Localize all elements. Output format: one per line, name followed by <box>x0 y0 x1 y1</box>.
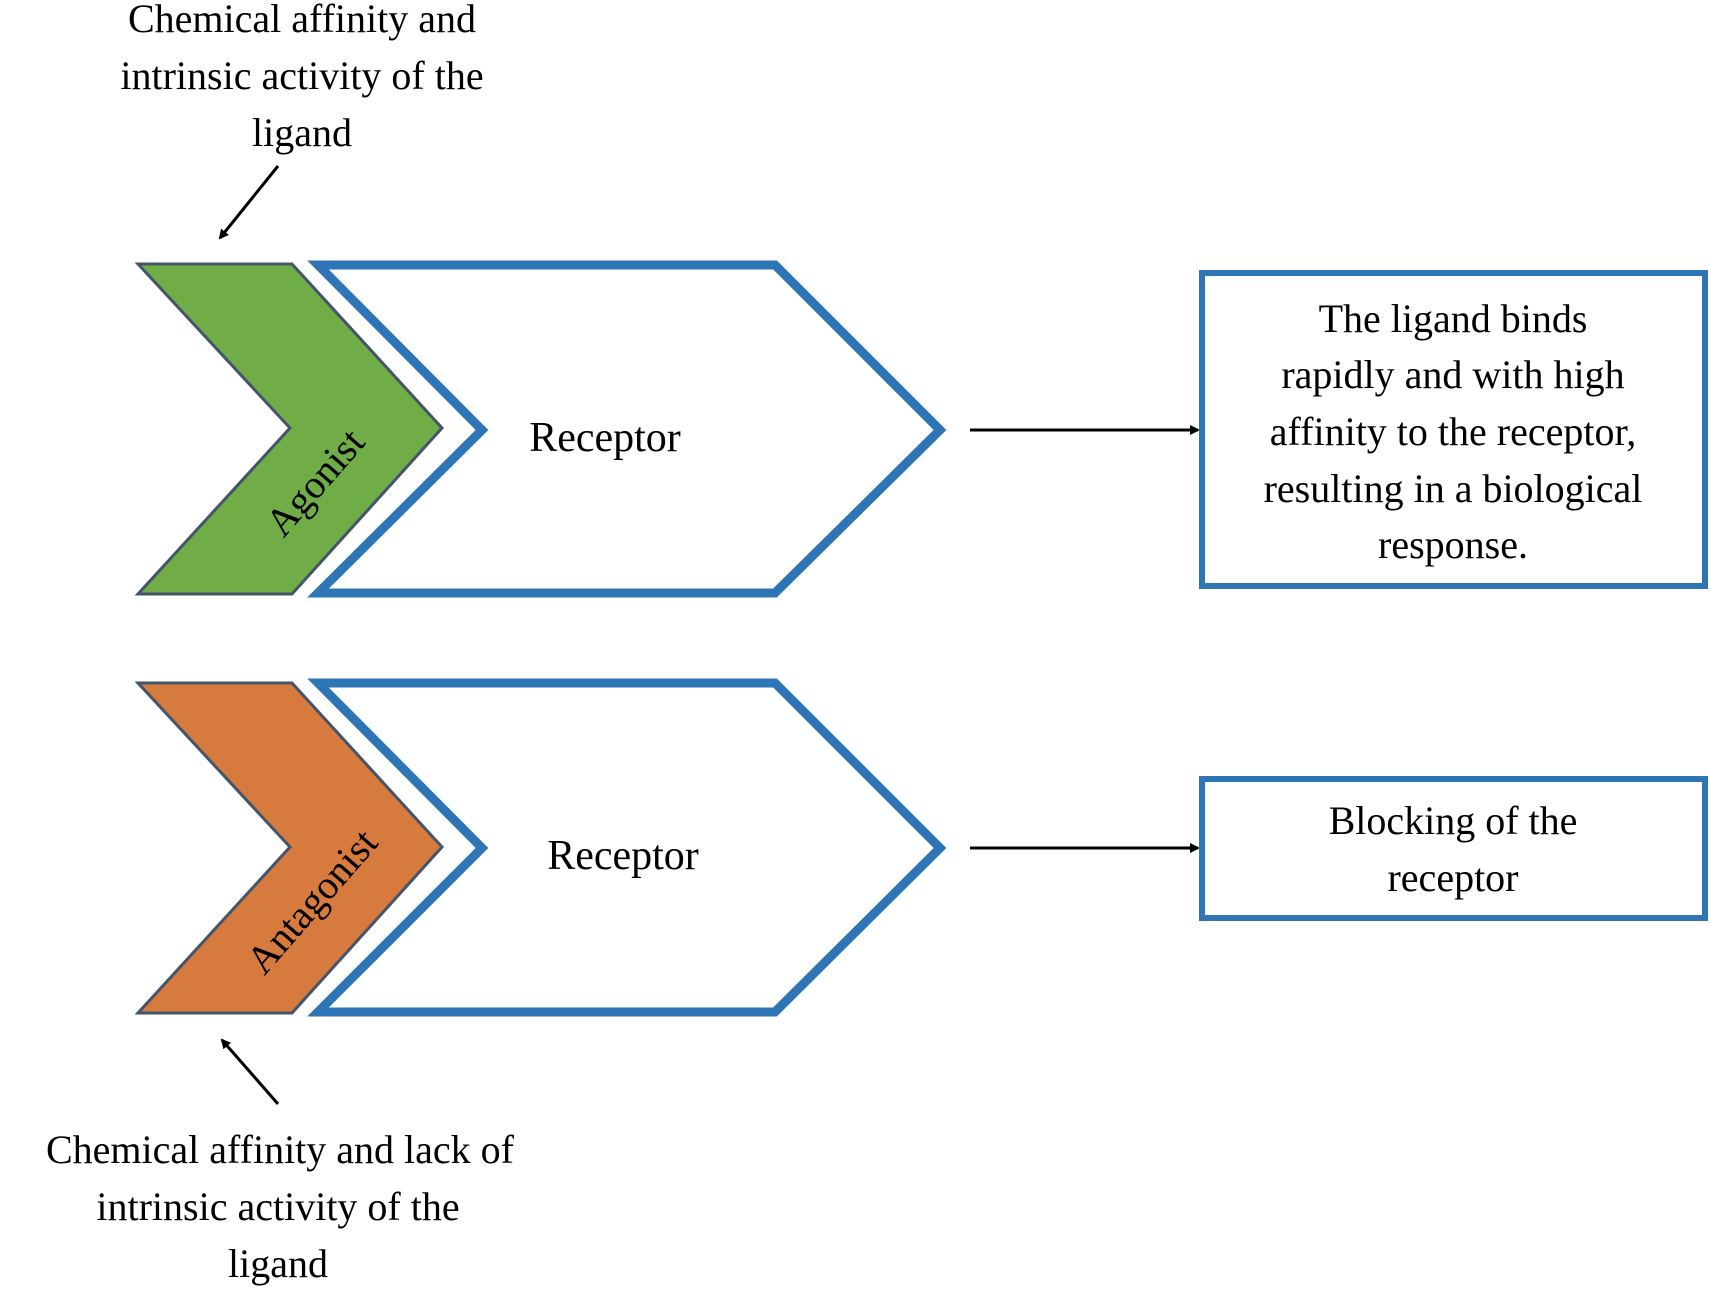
agonist-annotation: Chemical affinity and intrinsic activity… <box>120 0 483 155</box>
bottom-outcome-line-2: receptor <box>1387 855 1518 900</box>
antagonist-annotation: Chemical affinity and lack of intrinsic … <box>46 1127 515 1286</box>
antagonist-annotation-line-1: Chemical affinity and lack of <box>46 1127 515 1172</box>
antagonist-annotation-arrow <box>220 1038 280 1105</box>
bottom-outcome-line-1: Blocking of the <box>1329 798 1578 843</box>
bottom-outcome-box <box>1199 776 1708 921</box>
receptor-chevron-top <box>307 260 947 598</box>
top-outcome-line-1: The ligand binds <box>1319 296 1588 341</box>
top-outcome-line-2: rapidly and with high <box>1281 352 1624 397</box>
agonist-annotation-line-3: ligand <box>252 110 352 155</box>
receptor-chevron-bottom <box>307 678 947 1017</box>
agonist-chevron <box>134 262 445 596</box>
agonist-annotation-line-2: intrinsic activity of the <box>120 53 483 98</box>
antagonist-annotation-line-3: ligand <box>228 1241 328 1286</box>
agonist-annotation-arrow <box>218 165 280 240</box>
agonist-annotation-line-1: Chemical affinity and <box>128 0 476 41</box>
top-outcome-line-4: resulting in a biological <box>1264 466 1643 511</box>
antagonist-chevron <box>134 681 445 1015</box>
top-outcome-line-5: response. <box>1378 522 1528 567</box>
antagonist-annotation-line-2: intrinsic activity of the <box>96 1184 459 1229</box>
top-outcome-box <box>1199 270 1708 589</box>
receptor-label-bottom: Receptor <box>547 833 699 879</box>
receptor-label-top: Receptor <box>529 415 681 461</box>
top-outcome-line-3: affinity to the receptor, <box>1270 409 1636 454</box>
